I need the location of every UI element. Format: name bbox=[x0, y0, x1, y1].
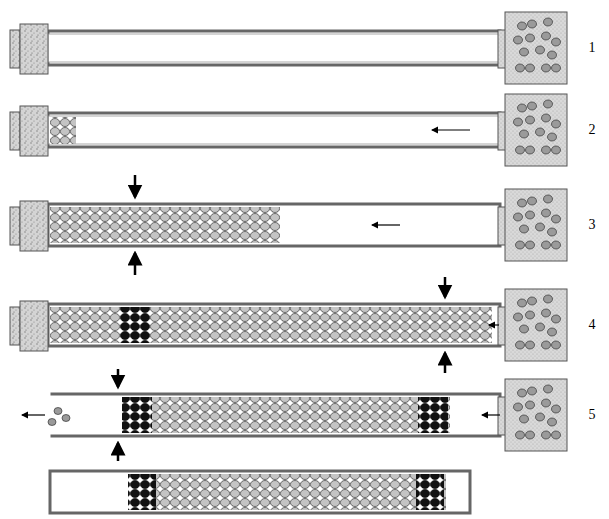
callout-number: 4 bbox=[589, 318, 596, 332]
packed-column bbox=[50, 471, 470, 513]
step-3 bbox=[10, 175, 567, 275]
callout-number: 3 bbox=[589, 218, 596, 232]
callout-number: 1 bbox=[589, 41, 596, 55]
callout-number: 5 bbox=[589, 408, 596, 422]
step-5 bbox=[22, 369, 567, 461]
callout-number: 2 bbox=[589, 123, 596, 137]
step-1 bbox=[10, 12, 567, 84]
step-2 bbox=[10, 94, 567, 166]
step-4 bbox=[10, 277, 567, 373]
